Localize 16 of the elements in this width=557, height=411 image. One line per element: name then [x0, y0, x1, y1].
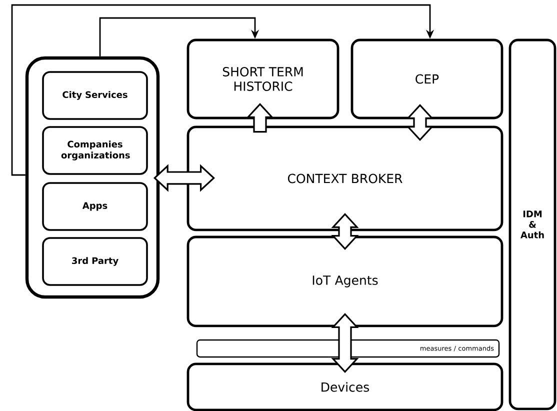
component-box: CEP [350, 38, 504, 120]
block-arrow [331, 313, 359, 373]
arrow [11, 4, 434, 176]
arrow [99, 17, 260, 56]
block-arrow [406, 104, 434, 141]
component-box: Devices [186, 362, 504, 411]
actor-box: Companies organizations [42, 126, 148, 175]
component-box: CONTEXT BROKER [186, 126, 504, 232]
actor-box: City Services [42, 71, 148, 120]
block-arrow [331, 213, 359, 250]
component-box: SHORT TERM HISTORIC [186, 38, 340, 120]
actor-box: Apps [42, 182, 148, 231]
component-box: IoT Agents [186, 236, 504, 328]
actor-box: 3rd Party [42, 237, 148, 286]
side-box: IDM & Auth [508, 38, 556, 410]
block-arrow [153, 164, 215, 192]
